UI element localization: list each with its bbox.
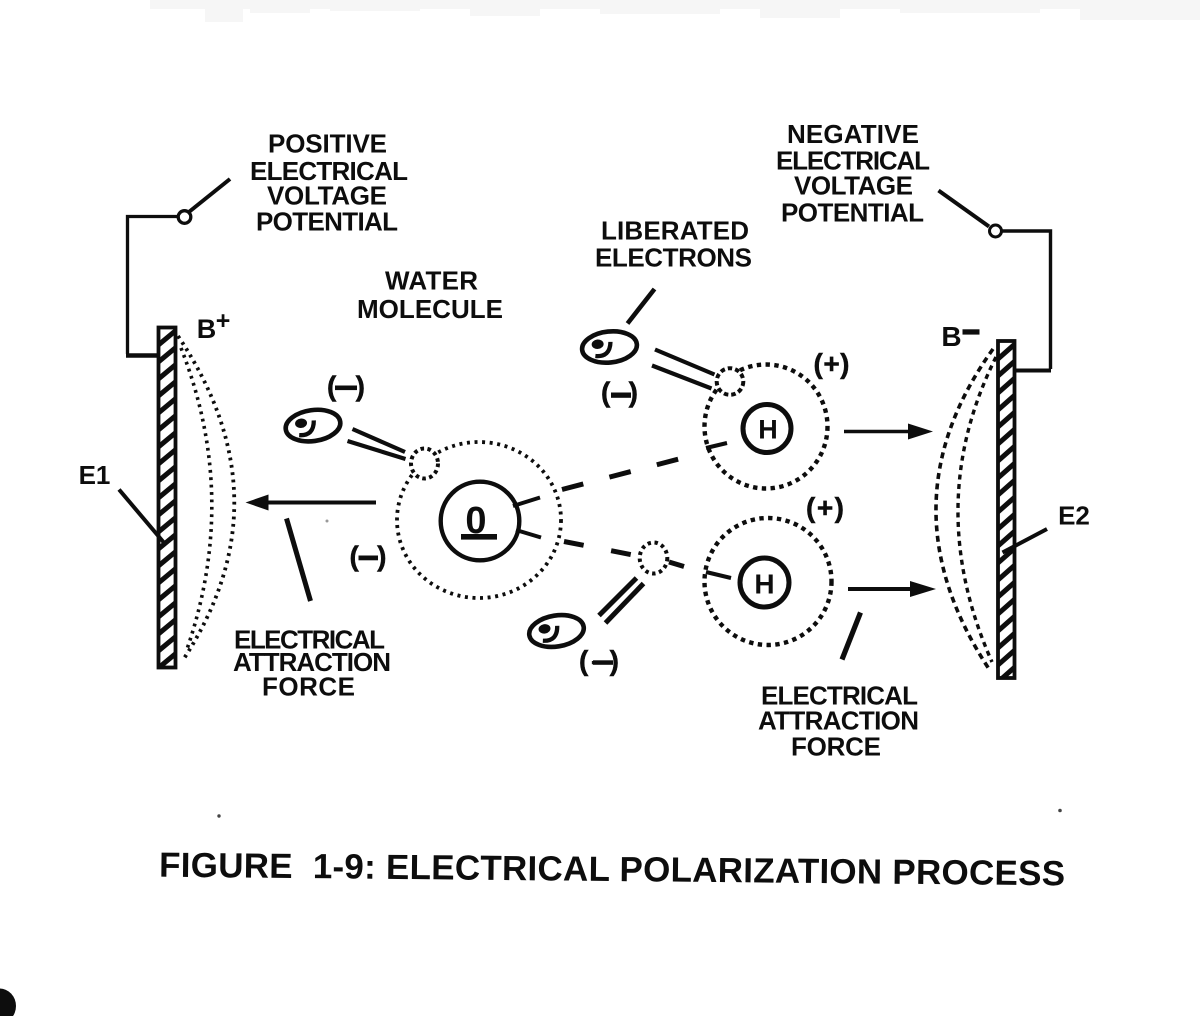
svg-text:VOLTAGE: VOLTAGE	[794, 171, 913, 201]
svg-text:POTENTIAL: POTENTIAL	[781, 198, 924, 228]
svg-text:ATTRACTION: ATTRACTION	[233, 647, 391, 677]
svg-text:H: H	[754, 569, 774, 600]
svg-text:+: +	[216, 307, 231, 335]
svg-text:H: H	[758, 415, 778, 445]
svg-text:(+): (+)	[814, 348, 850, 379]
svg-text:E2: E2	[1058, 501, 1090, 531]
svg-text:ELECTRICAL: ELECTRICAL	[776, 146, 930, 176]
svg-text:(+): (+)	[806, 492, 844, 523]
svg-text:FORCE: FORCE	[262, 672, 355, 702]
svg-text:NEGATIVE: NEGATIVE	[787, 119, 919, 149]
svg-text:(–): (–)	[601, 377, 638, 408]
svg-text:B: B	[197, 314, 217, 344]
svg-text:0: 0	[465, 500, 486, 542]
svg-text:ATTRACTION: ATTRACTION	[758, 706, 919, 736]
svg-text:E1: E1	[79, 460, 111, 490]
svg-text:WATER: WATER	[385, 266, 478, 296]
svg-text:FIGURE 1-9: ELECTRICAL POLARI: FIGURE 1-9: ELECTRICAL POLARIZATION PROC…	[159, 846, 1065, 894]
svg-text:LIBERATED: LIBERATED	[601, 216, 749, 246]
svg-text:POSITIVE: POSITIVE	[268, 129, 387, 159]
svg-text:B: B	[941, 321, 961, 352]
svg-text:MOLECULE: MOLECULE	[357, 294, 503, 324]
svg-text:ELECTRONS: ELECTRONS	[595, 243, 752, 273]
svg-text:ELECTRICAL: ELECTRICAL	[234, 625, 385, 655]
svg-text:FORCE: FORCE	[791, 732, 881, 762]
svg-text:ELECTRICAL: ELECTRICAL	[761, 681, 918, 711]
svg-text:VOLTAGE: VOLTAGE	[267, 181, 387, 211]
svg-text:POTENTIAL: POTENTIAL	[256, 207, 398, 237]
svg-text:ELECTRICAL: ELECTRICAL	[250, 156, 408, 186]
